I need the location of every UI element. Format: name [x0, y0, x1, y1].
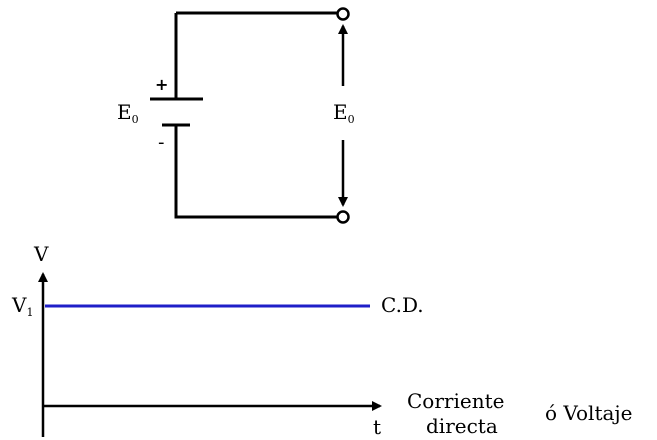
circuit: + - E0 E0 — [117, 7, 355, 224]
minus-sign: - — [158, 132, 165, 153]
battery-label: E0 — [117, 100, 139, 126]
left-wire-lower — [174, 125, 337, 219]
level-label: V1 — [11, 293, 33, 319]
output-voltage-label: E0 — [333, 100, 355, 126]
terminal-top — [336, 7, 350, 21]
terminal-bottom — [336, 210, 350, 224]
y-axis-label: V — [33, 242, 49, 266]
x-axis-label: t — [373, 415, 381, 439]
caption-line-2: directa — [426, 414, 498, 438]
dc-line-label: C.D. — [381, 293, 424, 317]
caption-suffix: ó Voltaje — [545, 401, 632, 425]
caption-line-1: Corriente — [407, 389, 504, 413]
plus-sign: + — [155, 75, 168, 94]
voltage-time-graph: V t V1 C.D. Corriente directa ó Voltaje — [11, 242, 632, 439]
